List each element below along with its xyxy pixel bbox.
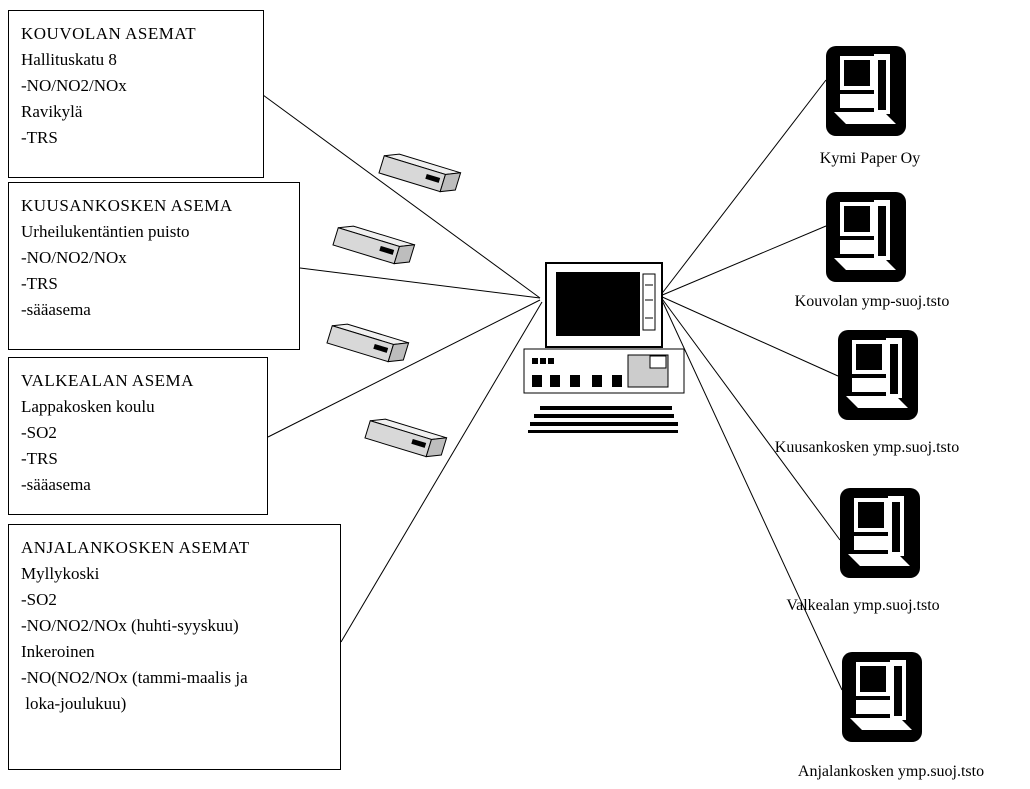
workstation-icon <box>840 488 920 578</box>
station-line: -NO(NO2/NOx (tammi-maalis ja <box>21 668 248 687</box>
station-box-kouvola: KOUVOLAN ASEMAT Hallituskatu 8 -NO/NO2/N… <box>8 10 264 178</box>
station-line: loka-joulukuu) <box>21 694 127 713</box>
connection-line <box>659 79 827 297</box>
client-label: Kymi Paper Oy <box>819 150 921 167</box>
station-line: -NO/NO2/NOx <box>21 76 127 95</box>
modem-icon <box>332 225 416 265</box>
station-line: -NO/NO2/NOx <box>21 248 127 267</box>
station-title: KOUVOLAN ASEMAT <box>21 24 197 43</box>
station-line: Ravikylä <box>21 102 83 121</box>
station-line: Hallituskatu 8 <box>21 50 117 69</box>
connection-line <box>262 94 541 299</box>
central-computer-icon <box>523 262 686 433</box>
modem-icon <box>326 323 410 363</box>
station-line: Urheilukentäntien puisto <box>21 222 190 241</box>
station-line: -SO2 <box>21 423 57 442</box>
station-title: ANJALANKOSKEN ASEMAT <box>21 538 250 557</box>
workstation-icon <box>842 652 922 742</box>
workstation-icon <box>826 192 906 282</box>
client-label: Kouvolan ymp-suoj.tsto <box>794 293 950 310</box>
modem-icon <box>378 153 462 193</box>
connection-line <box>659 295 841 541</box>
station-line: -NO/NO2/NOx (huhti-syyskuu) <box>21 616 239 635</box>
station-line: Myllykoski <box>21 564 100 583</box>
station-title: VALKEALAN ASEMA <box>21 371 194 390</box>
connection-line <box>267 299 541 438</box>
client-label: Kuusankosken ymp.suoj.tsto <box>774 439 960 456</box>
station-line: Inkeroinen <box>21 642 95 661</box>
station-title: KUUSANKOSKEN ASEMA <box>21 196 233 215</box>
station-line: -SO2 <box>21 590 57 609</box>
connection-line <box>659 295 843 691</box>
connection-line <box>299 267 541 299</box>
station-box-valkeala: VALKEALAN ASEMA Lappakosken koulu -SO2 -… <box>8 357 268 515</box>
station-line: -TRS <box>21 128 58 147</box>
workstation-icon <box>826 46 906 136</box>
modem-icon <box>364 418 448 458</box>
connection-line <box>659 295 839 377</box>
station-line: -TRS <box>21 449 58 468</box>
workstation-icon <box>838 330 918 420</box>
client-label: Valkealan ymp.suoj.tsto <box>786 597 940 614</box>
connection-line <box>659 225 827 297</box>
client-label: Anjalankosken ymp.suoj.tsto <box>797 763 985 780</box>
connection-line <box>340 301 543 643</box>
station-line: -sääasema <box>21 475 91 494</box>
station-line: -sääasema <box>21 300 91 319</box>
station-box-anjalankoski: ANJALANKOSKEN ASEMAT Myllykoski -SO2 -NO… <box>8 524 341 770</box>
station-line: Lappakosken koulu <box>21 397 155 416</box>
station-line: -TRS <box>21 274 58 293</box>
station-box-kuusankoski: KUUSANKOSKEN ASEMA Urheilukentäntien pui… <box>8 182 300 350</box>
